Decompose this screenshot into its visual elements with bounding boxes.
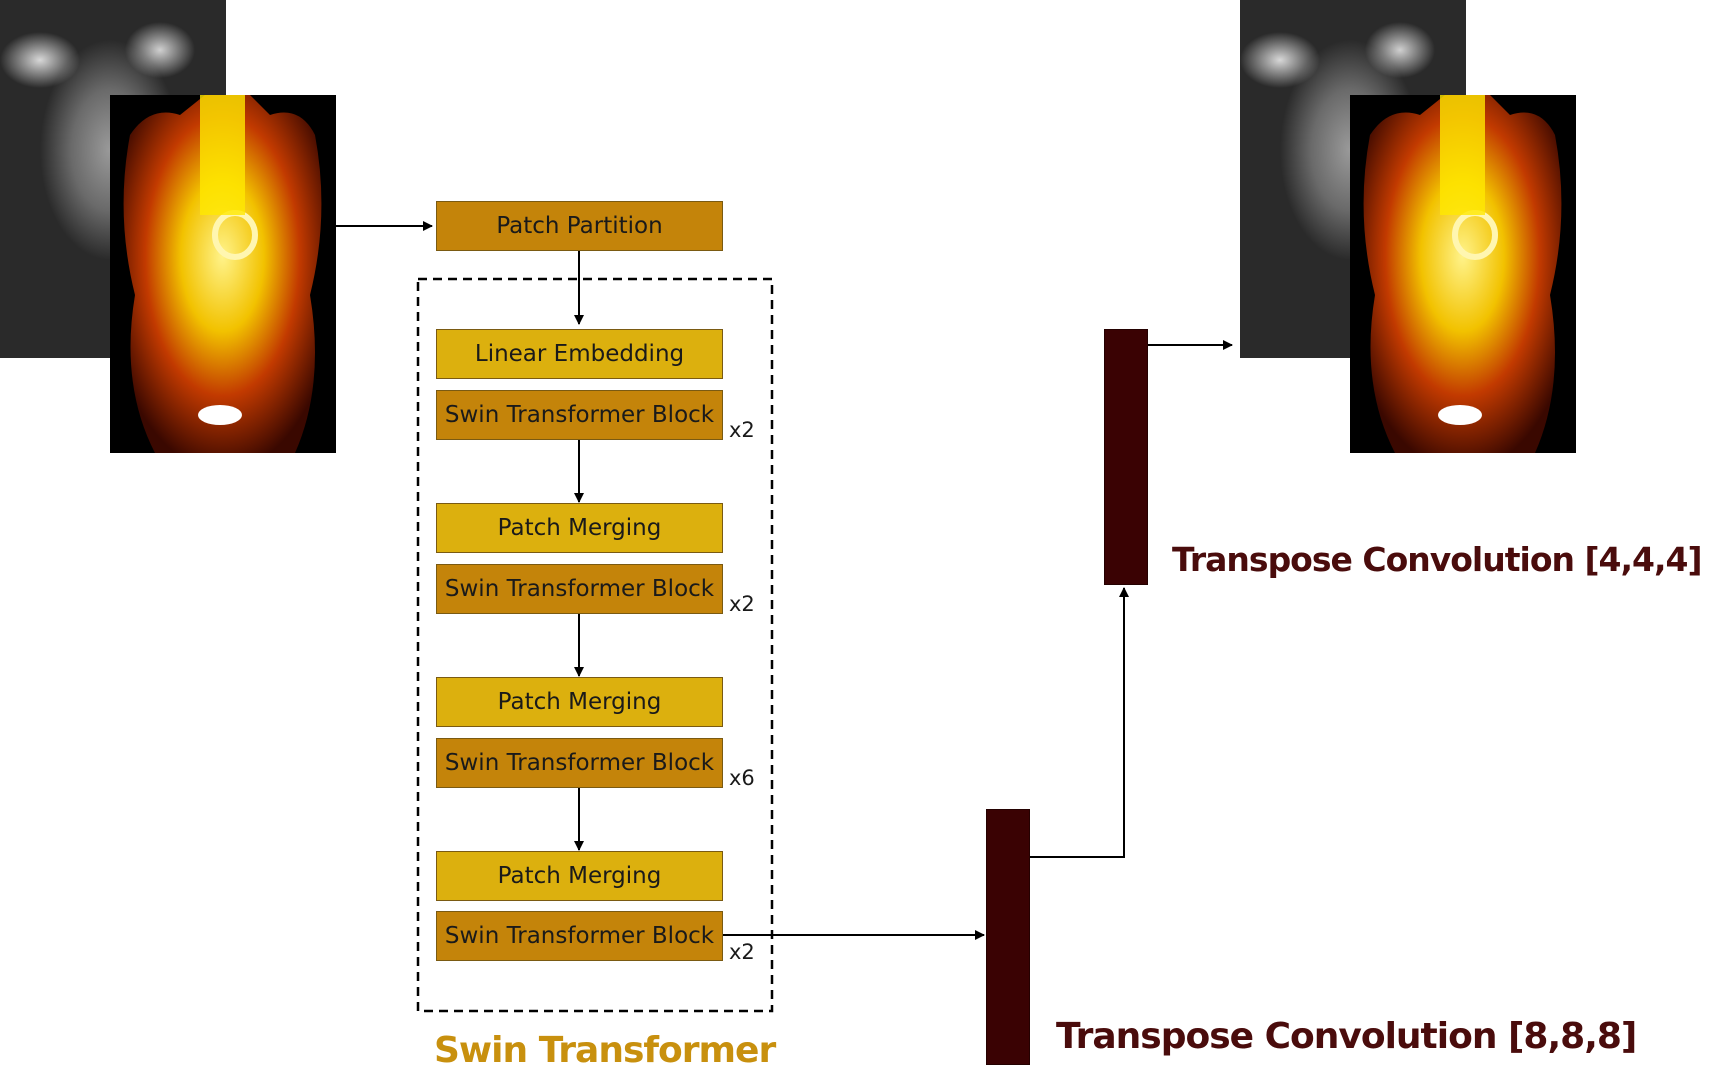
repeat-label-3: x6	[729, 766, 755, 790]
pet-scan-image-icon	[123, 95, 322, 453]
patch-partition-block: Patch Partition	[436, 201, 723, 251]
patch-merging-block-2: Patch Merging	[436, 677, 723, 727]
repeat-label-4: x2	[729, 940, 755, 964]
arrow-tconv1-to-tconv2	[1029, 587, 1129, 858]
output-pet-image	[1350, 95, 1576, 453]
swin-transformer-group-border	[416, 277, 774, 1013]
swin-transformer-block-1: Swin Transformer Block	[436, 390, 723, 440]
pet-scan-image-icon	[1363, 95, 1562, 453]
swin-transformer-block-4: Swin Transformer Block	[436, 911, 723, 961]
transpose-conv-4-label: Transpose Convolution [4,4,4]	[1172, 540, 1703, 579]
transpose-conv-8-bar	[986, 809, 1030, 1065]
swin-transformer-label: Swin Transformer	[434, 1030, 776, 1071]
swin-transformer-block-2: Swin Transformer Block	[436, 564, 723, 614]
input-pet-image	[110, 95, 336, 453]
patch-merging-block-1: Patch Merging	[436, 503, 723, 553]
linear-embedding-block: Linear Embedding	[436, 329, 723, 379]
transpose-conv-4-bar	[1104, 329, 1148, 585]
transpose-conv-8-label: Transpose Convolution [8,8,8]	[1056, 1016, 1637, 1057]
patch-merging-block-3: Patch Merging	[436, 851, 723, 901]
repeat-label-1: x2	[729, 418, 755, 442]
swin-transformer-block-3: Swin Transformer Block	[436, 738, 723, 788]
repeat-label-2: x2	[729, 592, 755, 616]
